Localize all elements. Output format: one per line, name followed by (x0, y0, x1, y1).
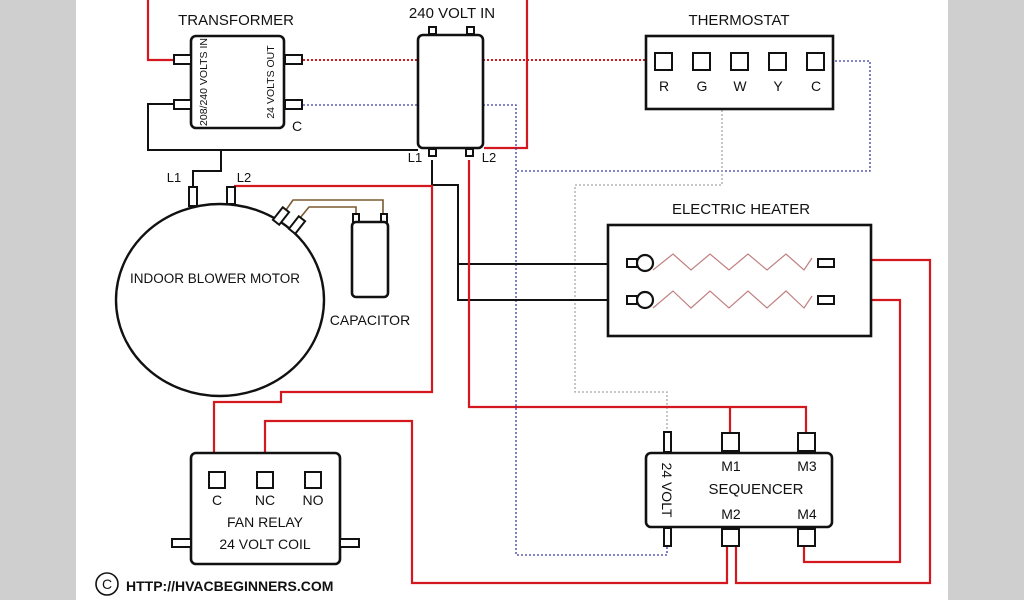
thermostat-terminal-w: W (730, 52, 749, 94)
heater-element-1-terminal-in (626, 258, 638, 268)
fan-relay-coil-terminal-left (171, 538, 192, 548)
thermostat: THERMOSTAT R G W Y C (644, 12, 835, 111)
svg-text:C: C (102, 576, 112, 592)
heater-element-2-terminal-out (817, 295, 835, 305)
sequencer-coil-terminal-bottom (663, 527, 672, 547)
fan-relay-coil-label: 24 VOLT COIL (219, 536, 311, 552)
wire-capacitor-lead-1 (285, 199, 384, 216)
transformer-terminal-24v (284, 54, 303, 65)
wire-240v-l2-feed (484, 0, 529, 150)
sequencer-label: SEQUENCER (708, 481, 803, 498)
heater-element-1-coil (652, 253, 813, 271)
sequencer-m2-label: M2 (721, 506, 741, 522)
thermostat-label: THERMOSTAT (688, 12, 789, 29)
wire-motor-l2-to-relay-c (212, 184, 434, 470)
fan-relay-coil-terminal-right (339, 538, 360, 548)
svg-text:C: C (811, 78, 821, 94)
capacitor: CAPACITOR (330, 213, 410, 328)
svg-text:NC: NC (255, 492, 275, 508)
fan-relay: C NC NO FAN RELAY 24 VOLT COIL (171, 451, 360, 566)
sequencer-terminal-m3 (797, 432, 816, 452)
svg-text:W: W (733, 78, 747, 94)
motor-l2-label: L2 (237, 170, 251, 185)
sequencer: 24 VOLT M1 M3 SEQUENCER M2 M4 (644, 431, 834, 547)
wire-240v-l2-to-sequencer (467, 160, 808, 432)
wire-heater-l1-lower (431, 160, 628, 301)
wire-motor-l1 (192, 150, 222, 188)
power-disconnect: 240 VOLT IN L1 L2 (408, 5, 496, 165)
wire-m4-to-heater-lower (802, 298, 902, 564)
transformer-label: TRANSFORMER (178, 12, 294, 29)
transformer-terminal-line-2 (173, 99, 192, 110)
transformer-common-label: C (292, 118, 302, 134)
svg-text:G: G (697, 78, 708, 94)
sequencer-terminal-m4 (797, 528, 816, 547)
fan-relay-terminal-no: NO (303, 471, 324, 508)
website-url: HTTP://HVACBEGINNERS.COM (126, 578, 333, 594)
fan-relay-terminal-c: C (208, 471, 226, 508)
electric-heater: ELECTRIC HEATER (606, 201, 873, 338)
sequencer-terminal-m2 (721, 528, 740, 547)
motor-capacitor-terminal-1 (271, 205, 291, 227)
copyright-icon (95, 572, 119, 596)
left-margin-band (0, 0, 76, 600)
transformer-input-label: 208/240 VOLTS IN (198, 38, 210, 126)
wire-m2-to-heater-upper (734, 258, 932, 585)
wire-transformer-common-line (147, 103, 418, 151)
sequencer-terminal-m1 (721, 432, 740, 452)
wire-thermostat-c (516, 60, 871, 172)
heater-element-2-coil (652, 290, 813, 309)
fan-relay-label: FAN RELAY (227, 514, 304, 530)
right-margin-band (948, 0, 1024, 600)
svg-text:NO: NO (303, 492, 324, 508)
heater-element-1-terminal-out (817, 258, 835, 268)
power-in-terminal-l2 (465, 148, 474, 157)
transformer: TRANSFORMER 208/240 VOLTS IN 24 VOLTS OU… (173, 12, 303, 134)
sequencer-m4-label: M4 (797, 506, 817, 522)
wire-capacitor-lead-2 (299, 206, 357, 219)
wire-relay-nc-to-m2 (263, 419, 729, 585)
transformer-terminal-common (284, 99, 303, 110)
power-in-label: 240 VOLT IN (409, 5, 495, 22)
capacitor-label: CAPACITOR (330, 312, 410, 328)
blower-motor: L1 L2 INDOOR BLOWER MOTOR (114, 170, 326, 398)
transformer-output-label: 24 VOLTS OUT (265, 45, 277, 119)
power-in-l1-label: L1 (408, 150, 422, 165)
motor-label: INDOOR BLOWER MOTOR (130, 271, 300, 286)
svg-text:Y: Y (773, 78, 783, 94)
motor-l1-label: L1 (167, 170, 181, 185)
fan-relay-terminal-nc: NC (255, 471, 275, 508)
heater-label: ELECTRIC HEATER (672, 201, 810, 218)
power-in-terminal-l1 (428, 148, 437, 157)
thermostat-terminal-y: Y (768, 52, 787, 94)
sequencer-m1-label: M1 (721, 458, 741, 474)
thermostat-terminal-c: C (806, 52, 825, 94)
sequencer-m3-label: M3 (797, 458, 817, 474)
copyright-footer: C HTTP://HVACBEGINNERS.COM (95, 572, 333, 596)
thermostat-terminal-r: R (654, 52, 673, 94)
sequencer-coil-label: 24 VOLT (659, 463, 675, 518)
heater-element-2-terminal-in (626, 295, 638, 305)
wire-transformer-line-in (146, 0, 176, 62)
svg-text:C: C (212, 492, 222, 508)
svg-text:R: R (659, 78, 669, 94)
motor-terminal-l1 (188, 186, 198, 207)
thermostat-terminal-g: G (692, 52, 711, 94)
motor-terminal-l2 (226, 186, 236, 205)
sequencer-coil-terminal-top (663, 431, 672, 453)
transformer-terminal-line-1 (173, 54, 192, 65)
motor-capacitor-terminal-2 (287, 214, 307, 236)
wire-thermostat-w (574, 60, 737, 430)
power-in-l2-label: L2 (482, 150, 496, 165)
